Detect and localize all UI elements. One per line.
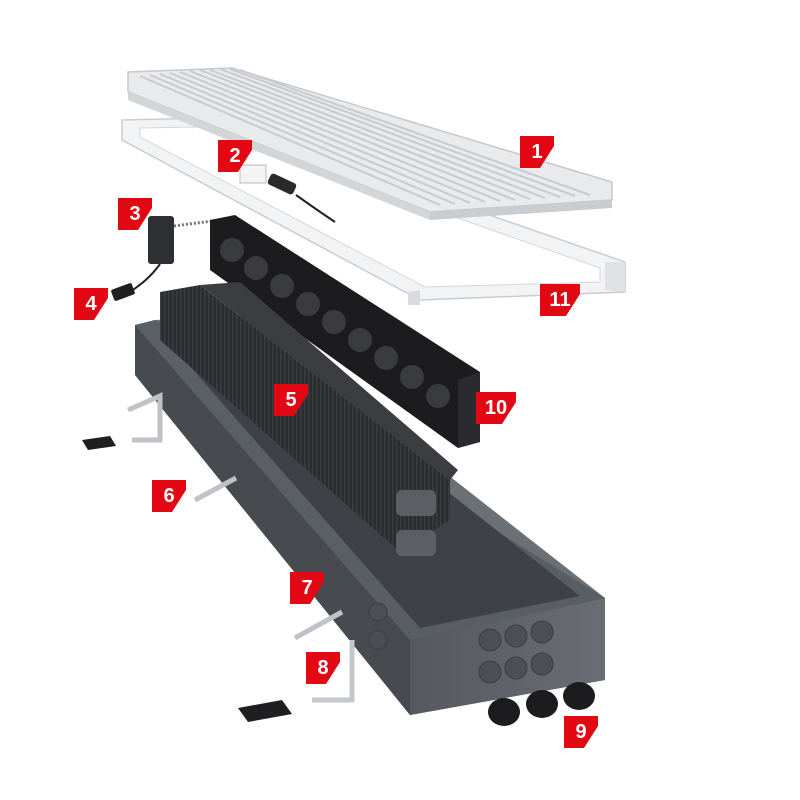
mounting-bracket-c [293, 609, 344, 641]
callout-5-number: 5 [285, 388, 297, 411]
callout-8-number: 8 [317, 656, 329, 679]
callout-1-number: 1 [531, 140, 543, 163]
callout-1: 1 [520, 136, 554, 168]
callout-2-number: 2 [229, 144, 241, 167]
connector [239, 164, 336, 223]
foot-pads [82, 436, 292, 722]
mounting-bracket-a [126, 392, 163, 443]
heat-exchanger [160, 282, 458, 556]
callout-9: 9 [564, 716, 598, 748]
callout-7-number: 7 [301, 576, 313, 599]
grommets [488, 682, 595, 726]
grille [127, 67, 613, 220]
callout-10-number: 10 [484, 396, 508, 419]
callout-2: 2 [218, 140, 252, 172]
switch [111, 283, 135, 301]
callout-3: 3 [118, 198, 152, 230]
fan-unit [210, 215, 480, 448]
callout-11-number: 11 [549, 288, 571, 311]
callout-10: 10 [476, 392, 516, 424]
callout-6: 6 [152, 480, 186, 512]
callout-4: 4 [74, 288, 108, 320]
callout-11: 11 [540, 284, 580, 316]
callout-7: 7 [290, 572, 324, 604]
callout-4-number: 4 [85, 292, 97, 315]
leveling-foot [312, 640, 355, 703]
callout-9-number: 9 [575, 720, 587, 743]
callout-3-number: 3 [129, 202, 141, 225]
mounting-bracket-b [193, 475, 238, 503]
callout-5: 5 [274, 384, 308, 416]
callout-8: 8 [306, 652, 340, 684]
callout-6-number: 6 [163, 484, 175, 507]
